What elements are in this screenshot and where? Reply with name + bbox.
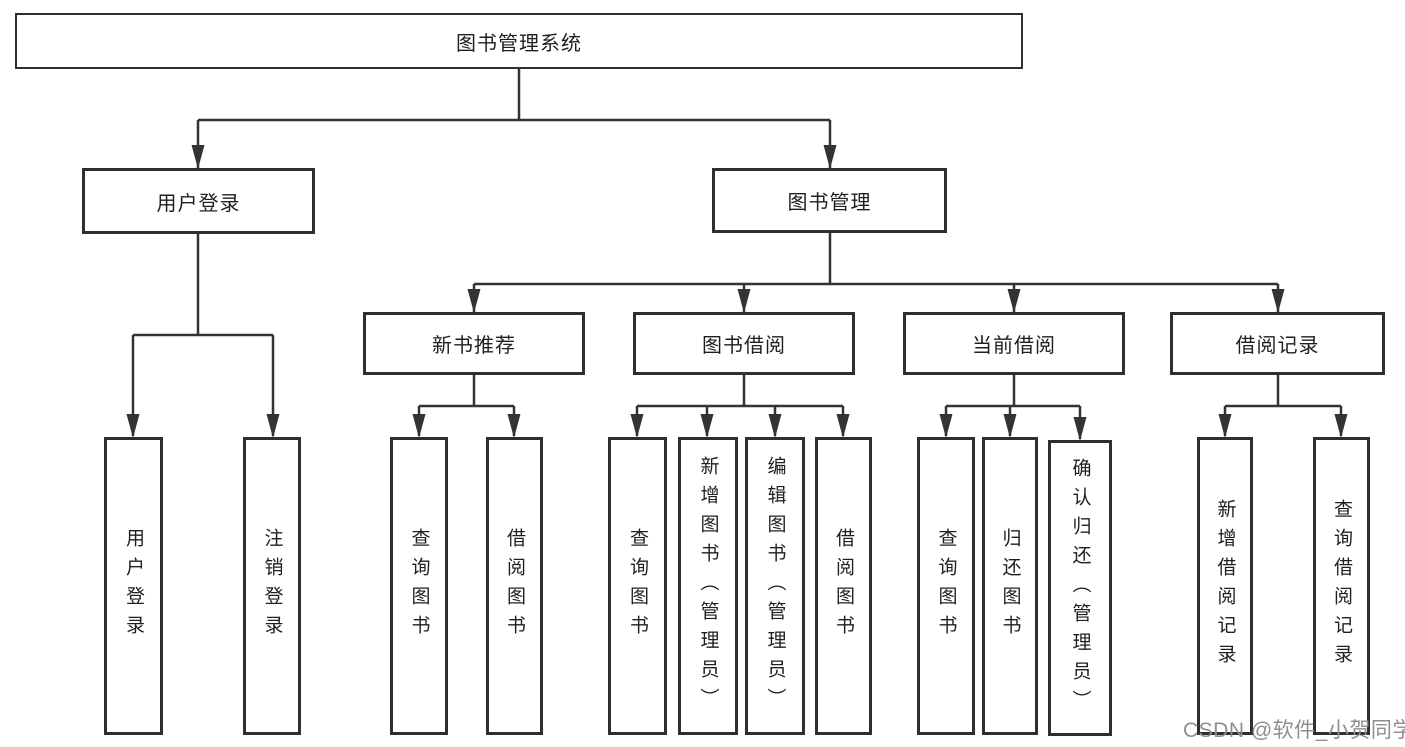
leaf-current-query-books: 查询图书 — [917, 437, 975, 735]
node-borrow-records: 借阅记录 — [1170, 312, 1385, 375]
node-root-system: 图书管理系统 — [15, 13, 1023, 69]
leaf-borrow-edit-books-admin: 编辑图书（管理员） — [745, 437, 805, 735]
leaf-borrow-borrow-books: 借阅图书 — [815, 437, 872, 735]
leaf-current-return-books: 归还图书 — [982, 437, 1038, 735]
node-user-login-module: 用户登录 — [82, 168, 315, 234]
arrowhead-icons — [126, 145, 1348, 441]
node-new-book-recommend: 新书推荐 — [363, 312, 585, 375]
leaf-user-login: 用户登录 — [104, 437, 163, 735]
tree-edges — [131, 69, 1343, 439]
leaf-borrow-add-books-admin: 新增图书（管理员） — [678, 437, 738, 735]
leaf-records-add-record: 新增借阅记录 — [1197, 437, 1253, 735]
node-book-management-module: 图书管理 — [712, 168, 947, 233]
node-current-borrow: 当前借阅 — [903, 312, 1125, 375]
leaf-newbook-query-books: 查询图书 — [390, 437, 448, 735]
leaf-current-confirm-return-admin: 确认归还（管理员） — [1048, 440, 1112, 736]
watermark: CSDN @软件_小贺同学 — [1183, 719, 1405, 742]
leaf-logout: 注销登录 — [243, 437, 301, 735]
leaf-records-query-record: 查询借阅记录 — [1313, 437, 1370, 735]
node-book-borrow: 图书借阅 — [633, 312, 855, 375]
leaf-newbook-borrow-books: 借阅图书 — [486, 437, 543, 735]
leaf-borrow-query-books: 查询图书 — [608, 437, 667, 735]
